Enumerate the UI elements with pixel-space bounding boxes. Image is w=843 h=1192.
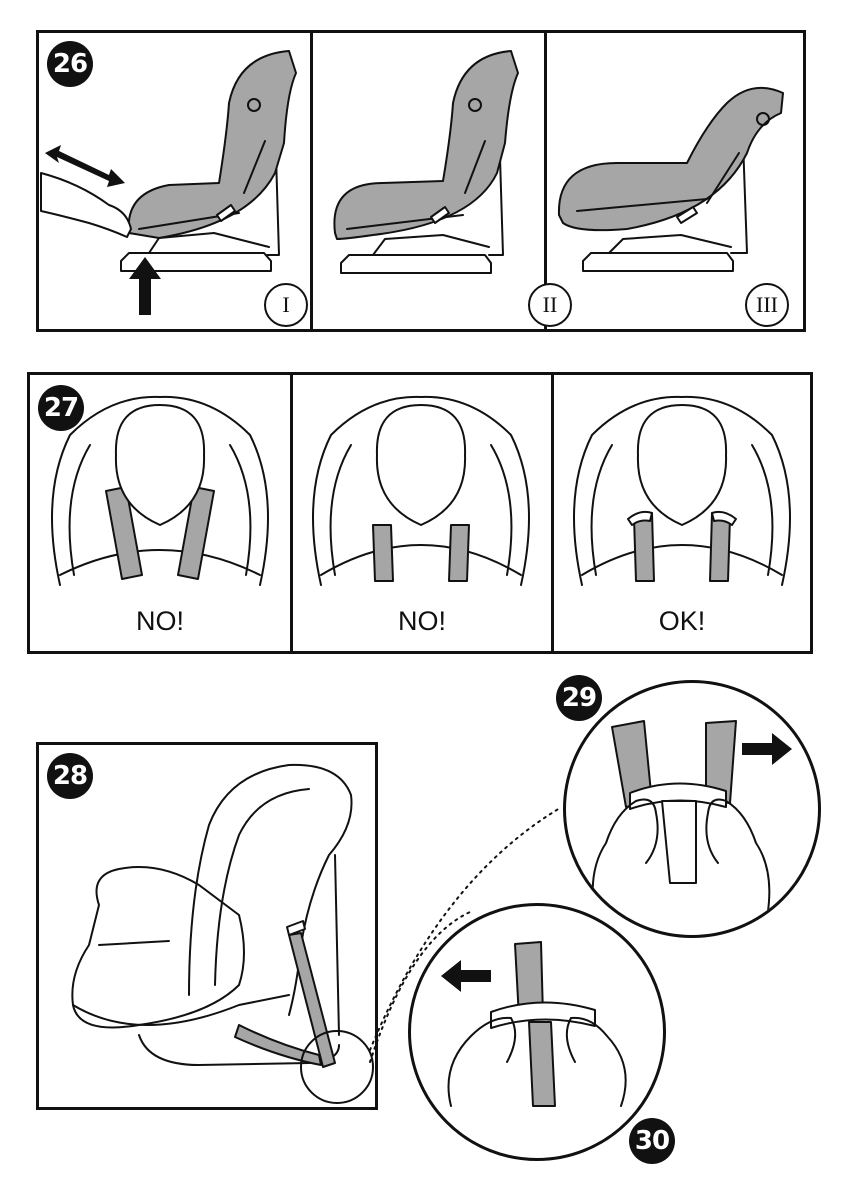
position-label-3: III xyxy=(745,283,789,327)
figure-28-harness-adjust-panel: 28 xyxy=(36,742,378,1110)
verdict-1: NO! xyxy=(30,606,290,637)
harness-correct-view: OK! xyxy=(554,375,810,651)
harness-too-high-view: 27 NO! xyxy=(30,375,290,651)
figure-29-loosen-strap-detail xyxy=(563,680,821,938)
position-label-1: I xyxy=(264,283,308,327)
figure-30-tighten-strap-detail xyxy=(408,903,666,1161)
step-number-30: 30 xyxy=(629,1118,675,1164)
recline-position-2: II xyxy=(313,33,544,329)
verdict-3: OK! xyxy=(554,606,810,637)
figure-27-harness-height-panel: 27 NO! NO! xyxy=(27,372,813,654)
recline-position-1: 26 I xyxy=(39,33,310,329)
figure-26-recline-panel: 26 I xyxy=(36,30,806,332)
car-seat-recline-1-illustration xyxy=(39,33,310,329)
harness-too-low-view: NO! xyxy=(293,375,551,651)
hands-tighten-strap-illustration xyxy=(411,906,663,1158)
car-seat-recline-2-illustration xyxy=(313,33,544,329)
car-seat-harness-illustration xyxy=(39,745,375,1107)
step-number-29: 29 xyxy=(556,675,602,721)
recline-position-3: III xyxy=(547,33,803,329)
verdict-2: NO! xyxy=(293,606,551,637)
hands-loosen-strap-illustration xyxy=(566,683,818,935)
